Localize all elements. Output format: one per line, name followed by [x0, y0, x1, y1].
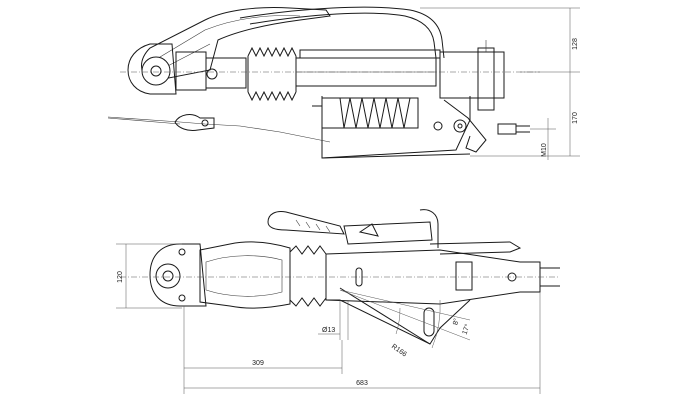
plan-handle [267, 211, 345, 235]
dim-m10-label: M10 [541, 143, 548, 157]
plan-coupling-head [149, 243, 207, 307]
side-view: 128 170 M10 [107, 6, 580, 160]
dim-128: 128 [420, 7, 580, 73]
dim-309-label: 309 [252, 360, 264, 367]
dim-120-label: 120 [117, 271, 124, 283]
side-handle [141, 7, 331, 83]
brake-cable [107, 116, 331, 143]
dim-683-label: 683 [356, 380, 368, 387]
dim-bolt-dia-label: Ø13 [322, 327, 335, 334]
bellows-side [247, 46, 297, 102]
angle-8-label: 8° [452, 317, 461, 325]
plan-view: 120 Ø13 309 683 8° 17° R166 [116, 209, 560, 394]
dim-170-label: 170 [572, 112, 579, 124]
dim-683: 683 [183, 292, 541, 394]
dim-170: 170 [470, 72, 580, 157]
dim-309: 309 [183, 306, 343, 374]
ball-head [141, 56, 171, 86]
dim-m10: M10 [541, 118, 549, 160]
damper-spring [312, 97, 419, 129]
radius-label: R166 [390, 343, 408, 358]
plan-bracket [326, 299, 471, 345]
angle-17-label: 17° [461, 323, 472, 336]
dim-bolt-dia: Ø13 [318, 300, 349, 340]
mounting-bracket [321, 96, 471, 159]
rear-bolt [497, 123, 556, 135]
dim-128-label: 128 [572, 38, 579, 50]
dim-120: 120 [116, 243, 182, 309]
brake-lever-arc [239, 6, 445, 59]
